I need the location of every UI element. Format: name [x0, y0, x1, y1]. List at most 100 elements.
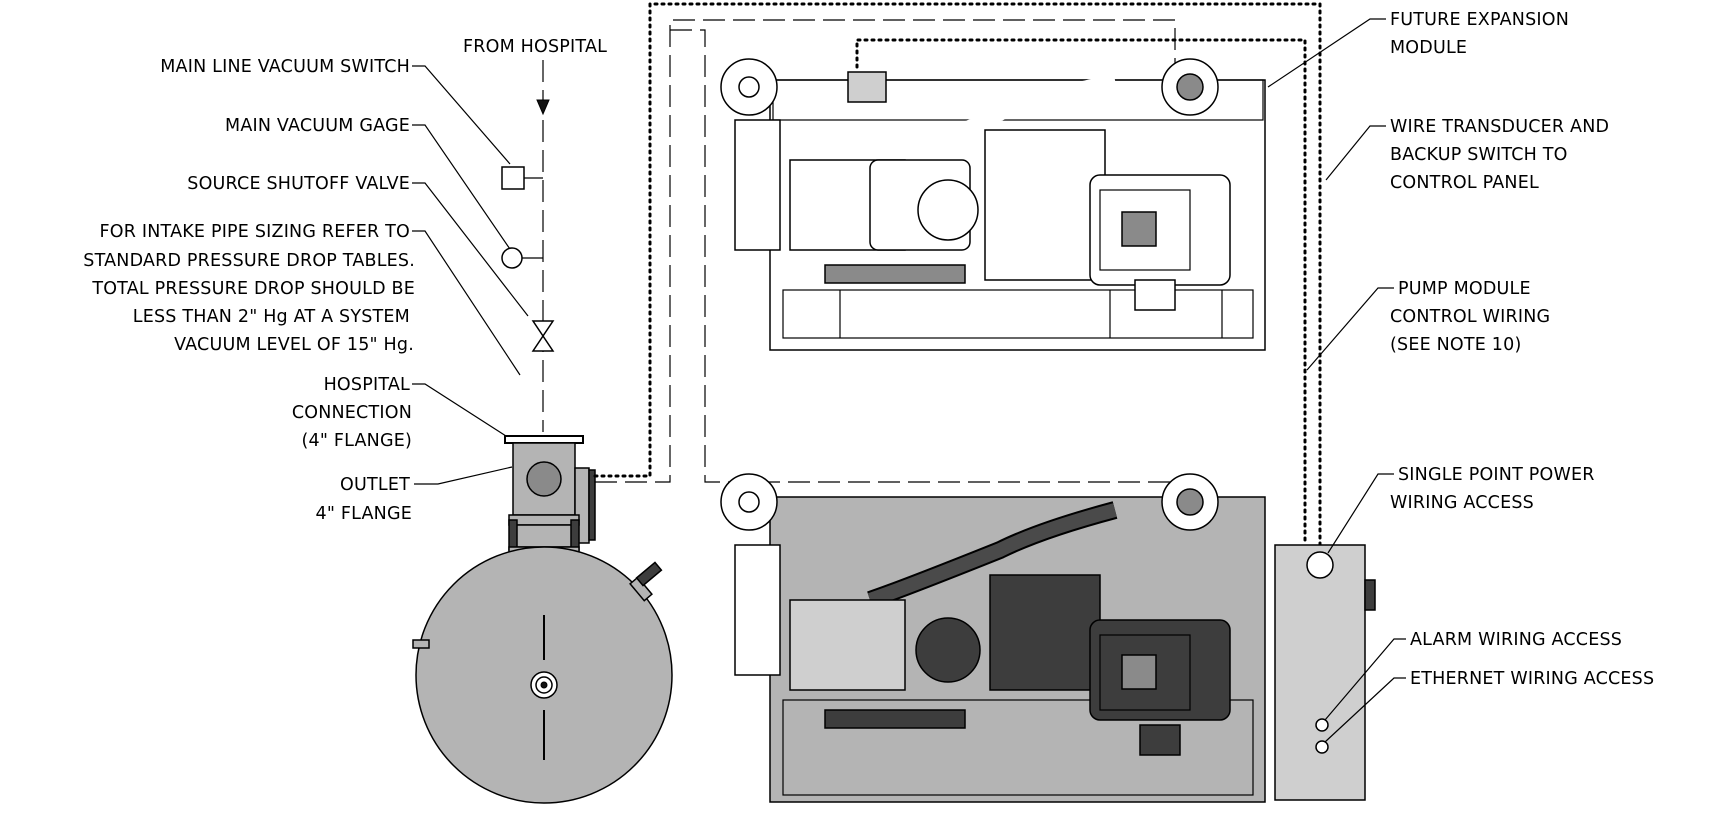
skid-base	[782, 289, 1254, 339]
motor-terminal-box	[1121, 654, 1157, 690]
hospital-connection-flange	[504, 435, 584, 444]
shutoff-valve-symbol	[531, 320, 555, 352]
nameplate	[824, 264, 966, 284]
intake-note-line: TOTAL PRESSURE DROP SHOULD BE	[91, 279, 415, 299]
leader-future-expansion	[1267, 18, 1386, 88]
outlet-line: OUTLET	[340, 475, 410, 495]
power-wiring-access	[1306, 551, 1334, 579]
motor	[1089, 619, 1231, 721]
nameplate	[824, 709, 966, 729]
inlet-flange-bore	[738, 491, 760, 513]
pump-body	[989, 574, 1101, 691]
hospital-connection-line: (4" FLANGE)	[302, 431, 413, 451]
top-pipe-dashed-line	[595, 19, 1176, 483]
future-expansion-line: FUTURE EXPANSION	[1390, 10, 1569, 30]
motor-fins	[1099, 189, 1191, 271]
outlet-flange-bore	[1176, 73, 1204, 101]
alarm-wiring-access-label: ALARM WIRING ACCESS	[1410, 630, 1622, 650]
single-point-power-line: WIRING ACCESS	[1390, 493, 1534, 513]
intake-note-line: LESS THAN 2" Hg AT A SYSTEM	[133, 307, 410, 327]
intake-note-line: STANDARD PRESSURE DROP TABLES.	[83, 251, 415, 271]
motor	[1089, 174, 1231, 286]
pump-control-line: PUMP MODULE	[1398, 279, 1531, 299]
wire-transducer-dotted-line	[593, 2, 1322, 547]
motor-foot	[1139, 724, 1181, 756]
intake-pipe-note: FOR INTAKE PIPE SIZING REFER TO STANDARD…	[83, 222, 415, 355]
wire-transducer-line: WIRE TRANSDUCER AND	[1390, 117, 1609, 137]
leader-alarm	[1324, 638, 1406, 721]
hospital-connection-line: CONNECTION	[292, 403, 412, 423]
inlet-filter	[789, 599, 906, 691]
motor-foot	[1134, 279, 1176, 311]
motor-fins	[1099, 634, 1191, 711]
filter-canister	[734, 544, 781, 676]
wire-transducer-line: CONTROL PANEL	[1390, 173, 1539, 193]
inlet-flange-bore	[738, 76, 760, 98]
leader-shutoff-valve	[412, 182, 529, 317]
pump-module	[720, 473, 1266, 803]
tank-valve-stem	[629, 576, 653, 602]
motor-terminal-box	[1121, 211, 1157, 247]
flange-spool	[514, 524, 574, 548]
pump-module-control-wiring-label: PUMP MODULE CONTROL WIRING (SEE NOTE 10)	[1390, 279, 1550, 355]
bolt-block	[570, 519, 580, 551]
vacuum-gage-symbol	[501, 247, 523, 269]
single-point-power-line: SINGLE POINT POWER	[1398, 465, 1595, 485]
single-point-power-label: SINGLE POINT POWER WIRING ACCESS	[1390, 465, 1595, 513]
wire-transducer-line: BACKUP SWITCH TO	[1390, 145, 1568, 165]
leader-hospital-connection	[412, 383, 507, 437]
pump-control-dotted-line	[855, 38, 1307, 547]
future-expansion-line: MODULE	[1390, 38, 1467, 58]
pump-housing	[915, 617, 981, 683]
tank-side-port	[412, 639, 430, 649]
control-panel	[1274, 544, 1376, 801]
skid-base	[782, 699, 1254, 796]
pump-housing	[917, 179, 979, 241]
intake-note-line: VACUUM LEVEL OF 15" Hg.	[174, 335, 414, 355]
control-panel-enclosure	[1274, 544, 1366, 801]
future-expansion-module	[720, 58, 1266, 351]
leader-single-point-power	[1327, 473, 1394, 554]
leader-wire-transducer	[1325, 125, 1386, 181]
vacuum-switch-symbol	[501, 166, 525, 190]
leader-vacuum-gage	[412, 124, 515, 256]
flow-arrow-icon	[536, 99, 550, 116]
tank-valve-handle	[635, 561, 663, 587]
main-vacuum-gage-label: MAIN VACUUM GAGE	[225, 116, 410, 136]
pump-control-line: CONTROL WIRING	[1390, 307, 1550, 327]
leader-vacuum-switch	[412, 65, 511, 165]
leader-pump-control	[1306, 287, 1394, 371]
intake-note-line: FOR INTAKE PIPE SIZING REFER TO	[100, 222, 410, 242]
outlet-label: OUTLET 4" FLANGE	[316, 475, 412, 524]
right-leader-lines	[1267, 18, 1406, 743]
leader-outlet	[414, 466, 513, 485]
left-leader-lines	[412, 65, 529, 485]
source-shutoff-valve-label: SOURCE SHUTOFF VALVE	[187, 174, 410, 194]
hospital-connection-label: HOSPITAL CONNECTION (4" FLANGE)	[292, 375, 412, 451]
pump-body	[984, 129, 1106, 281]
receiver-tank	[412, 435, 673, 804]
future-expansion-label: FUTURE EXPANSION MODULE	[1390, 10, 1569, 58]
side-flange-plate	[588, 469, 596, 541]
wire-transducer-label: WIRE TRANSDUCER AND BACKUP SWITCH TO CON…	[1390, 117, 1609, 193]
panel-latch	[1364, 579, 1376, 611]
intake-line	[501, 60, 555, 432]
outlet-flange-bore	[1176, 488, 1204, 516]
filter-canister	[734, 119, 781, 251]
outlet-bore	[526, 461, 562, 497]
upper-flange	[508, 514, 580, 526]
outlet-line: 4" FLANGE	[316, 504, 412, 524]
ethernet-wiring-access-label: ETHERNET WIRING ACCESS	[1410, 669, 1654, 689]
hospital-connection-line: HOSPITAL	[324, 375, 410, 395]
check-valve-box	[847, 71, 887, 103]
bolt-block	[508, 519, 518, 551]
alarm-wiring-port	[1315, 718, 1329, 732]
leader-intake-note	[412, 230, 521, 376]
main-line-vacuum-switch-label: MAIN LINE VACUUM SWITCH	[160, 57, 410, 77]
ethernet-wiring-port	[1315, 740, 1329, 754]
pump-control-line: (SEE NOTE 10)	[1390, 335, 1521, 355]
from-hospital-label: FROM HOSPITAL	[463, 37, 607, 57]
tank-drain-center	[540, 681, 548, 689]
leader-ethernet	[1324, 677, 1406, 743]
